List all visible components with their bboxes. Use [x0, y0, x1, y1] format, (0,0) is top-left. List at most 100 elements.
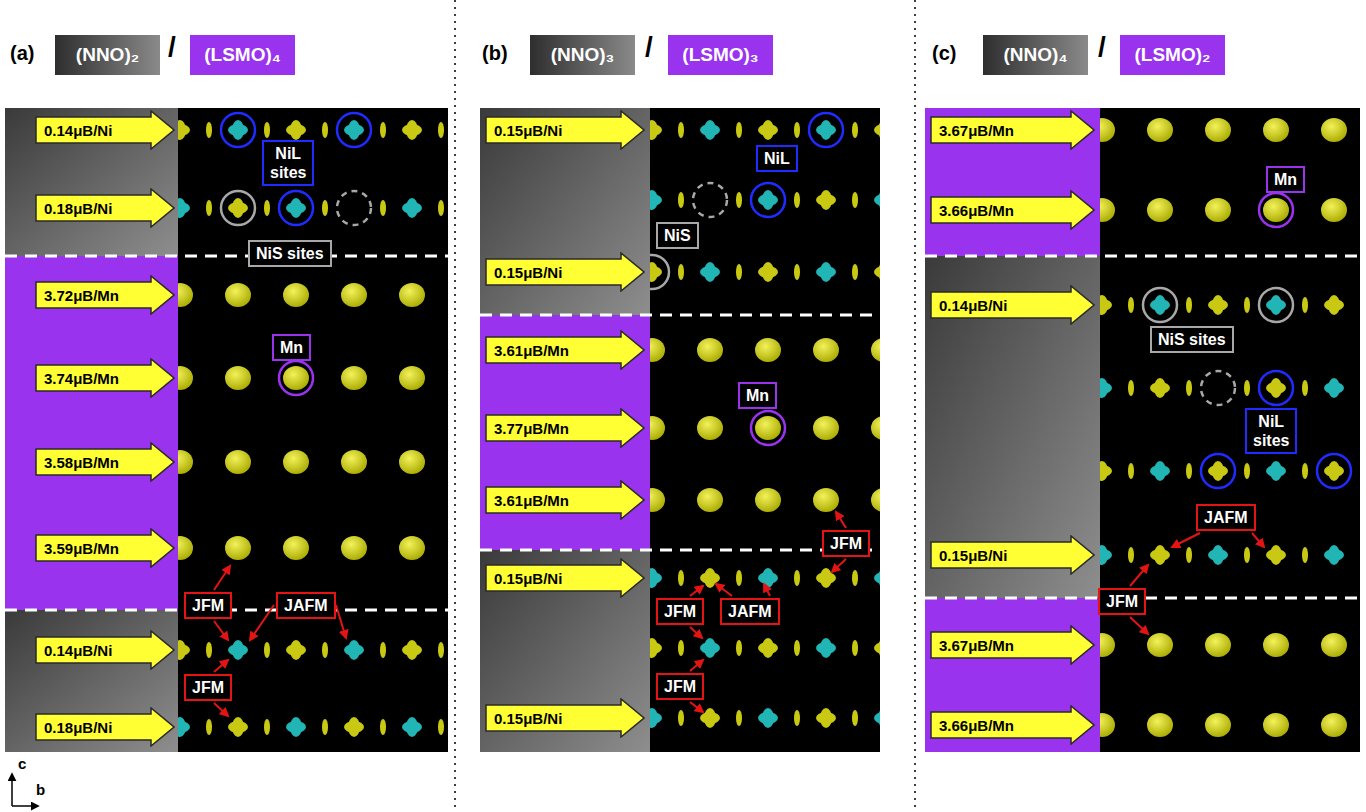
ni-spin-density: [678, 710, 684, 726]
mn-spin-density: [650, 338, 665, 362]
mn-spin-density: [341, 283, 367, 307]
spin-density-map: [178, 108, 448, 752]
moment-value: 3.66μB/Mn: [939, 202, 1014, 219]
moment-value: 0.15μB/Ni: [494, 264, 562, 281]
ni-spin-density: [322, 122, 328, 138]
mn-spin-density: [1263, 633, 1289, 657]
site-label: NiS sites: [1150, 326, 1234, 353]
exchange-arrow: [836, 512, 846, 528]
ni-spin-density: [1128, 463, 1134, 479]
node-text: JFM: [192, 596, 224, 615]
mn-spin-density: [1263, 198, 1289, 222]
ni-spin-density: [438, 719, 444, 735]
ni-spin-density: [264, 642, 270, 658]
mn-spin-density: [697, 338, 723, 362]
ni-spin-density: [1244, 380, 1250, 396]
ni-spin-density: [758, 642, 778, 654]
ni-spin-density: [206, 122, 212, 138]
moment-arrow: 3.61μB/Mn: [485, 330, 645, 370]
ni-spin-density: [700, 572, 720, 584]
mn-spin-density: [225, 366, 251, 390]
moment-value: 3.77μB/Mn: [494, 420, 569, 437]
layer-header: (NNO)₃: [530, 35, 635, 75]
mn-spin-density: [283, 283, 309, 307]
mn-spin-density: [399, 366, 425, 390]
mn-spin-density: [1205, 118, 1231, 142]
ni-spin-density: [794, 570, 800, 586]
exchange-arrow: [1172, 533, 1200, 547]
arrow-outline: [931, 191, 1094, 229]
site-label: NiL: [756, 145, 798, 172]
arrow-outline: [486, 481, 644, 519]
site-circle: [221, 191, 255, 225]
node-text: NiL sites: [1253, 412, 1289, 450]
mn-spin-density: [1100, 633, 1115, 657]
interface-line: [5, 255, 448, 258]
node-text: JFM: [1106, 592, 1138, 611]
node-text: (LSMO)₄: [204, 44, 281, 66]
ni-spin-density: [264, 200, 270, 216]
ni-spin-density: [852, 640, 858, 656]
ni-spin-density: [178, 721, 190, 733]
panel-separator: [454, 0, 456, 812]
ni-spin-density: [852, 570, 858, 586]
ni-spin-density: [758, 194, 778, 206]
mn-spin-density: [1321, 633, 1347, 657]
ni-spin-density: [1100, 382, 1112, 394]
ni-spin-density: [736, 264, 742, 280]
ni-spin-density: [264, 719, 270, 735]
node-text: JFM: [664, 677, 696, 696]
panel-separator: [914, 0, 916, 812]
moment-arrow: 0.15μB/Ni: [485, 252, 645, 292]
manganite-layer: [925, 598, 1100, 752]
moment-value: 3.67μB/Mn: [939, 122, 1014, 139]
arrow-outline: [486, 111, 644, 149]
ni-spin-density: [678, 192, 684, 208]
mn-spin-density: [399, 536, 425, 560]
ni-spin-density: [816, 124, 836, 136]
spin-density-map: [1100, 108, 1360, 752]
moment-arrow: 3.67μB/Mn: [930, 625, 1095, 665]
interface-line: [480, 314, 880, 317]
arrow-outline: [931, 536, 1094, 574]
mn-spin-density: [1321, 198, 1347, 222]
ni-spin-density: [852, 122, 858, 138]
mn-spin-density: [871, 416, 880, 440]
exchange-arrow: [1252, 533, 1264, 547]
ni-spin-density: [874, 642, 880, 654]
ni-spin-density: [1302, 463, 1308, 479]
ni-spin-density: [1186, 297, 1192, 313]
ni-spin-density: [758, 266, 778, 278]
site-circle: [1259, 288, 1293, 322]
ni-spin-density: [794, 122, 800, 138]
exchange-arrow: [764, 584, 770, 596]
ni-spin-density: [700, 124, 720, 136]
ni-spin-density: [650, 194, 662, 206]
nickelate-layer: [480, 550, 650, 752]
axis-arrow: [11, 774, 13, 806]
mn-spin-density: [650, 416, 665, 440]
ni-spin-density: [380, 642, 386, 658]
exchange-arrow: [690, 627, 702, 638]
vacant-site-circle: [337, 191, 371, 225]
moment-arrow: 3.66μB/Mn: [930, 705, 1095, 745]
site-circle: [809, 113, 843, 147]
ni-spin-density: [650, 266, 662, 278]
node-text: (LSMO)₃: [682, 44, 758, 66]
ni-spin-density: [264, 122, 270, 138]
manganite-layer: [480, 315, 650, 550]
node-text: Mn: [1274, 170, 1297, 189]
moment-value: 3.72μB/Mn: [44, 287, 119, 304]
node-text: (NNO)₃: [551, 44, 615, 66]
interface-line: [925, 255, 1360, 258]
ni-spin-density: [852, 710, 858, 726]
manganite-layer: [925, 108, 1100, 256]
moment-arrow: 3.74μB/Mn: [35, 358, 175, 398]
mn-spin-density: [1263, 118, 1289, 142]
site-circle: [337, 113, 371, 147]
mn-spin-density: [871, 338, 880, 362]
site-circle: [1259, 371, 1293, 405]
ni-spin-density: [874, 124, 880, 136]
moment-value: 0.18μB/Ni: [44, 719, 112, 736]
